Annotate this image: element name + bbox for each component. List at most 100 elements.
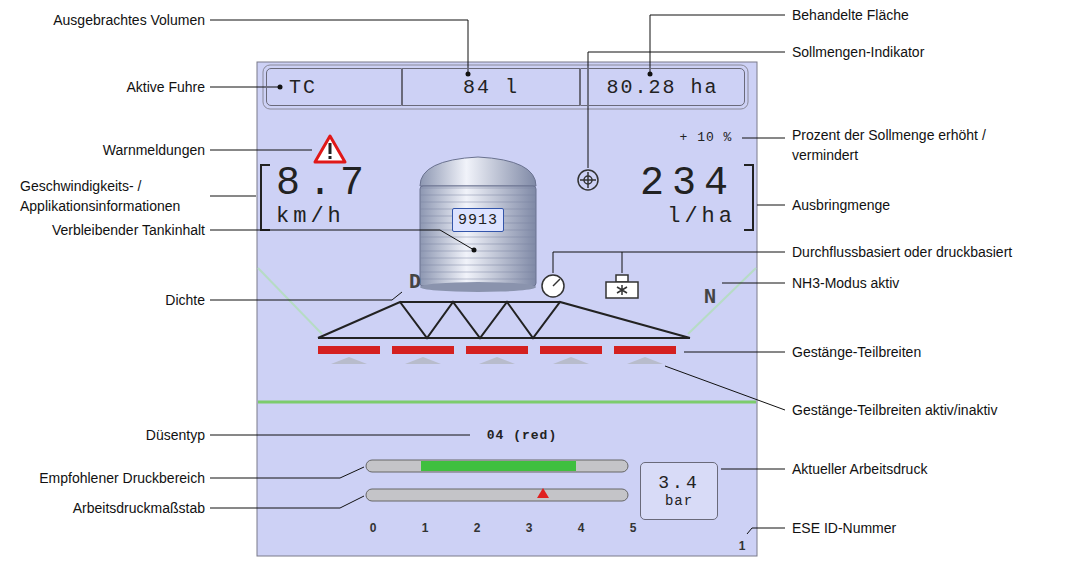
leader-lines (210, 435, 470, 436)
leader-lines (665, 366, 785, 410)
pressure-range-bar (366, 460, 628, 472)
leader-lines (210, 150, 312, 151)
top-bar-frame (263, 65, 748, 109)
callout-label: Düsentyp (146, 425, 205, 445)
screen-value: 3.4 (658, 473, 699, 493)
flow-gauge-icon (542, 275, 564, 297)
value-brackets (261, 165, 270, 230)
section-state-markers (627, 357, 663, 364)
callout-label: Gestänge-Teilbreiten aktiv/inaktiv (792, 400, 997, 420)
flow-gauge-icon (542, 275, 564, 297)
target-rate-icon (580, 172, 596, 188)
leader-lines (747, 528, 785, 534)
section-state-markers (405, 357, 441, 364)
screen-value: TC (289, 76, 317, 99)
callout-label: Durchflussbasiert oder druckbasiert (792, 242, 1012, 262)
value-brackets (744, 165, 753, 230)
tank-icon (420, 282, 536, 292)
pressure-scale-bar (366, 489, 628, 501)
boom-truss (318, 337, 690, 339)
leader-lines (210, 467, 364, 478)
warning-icon (315, 136, 345, 162)
callout-label: Gestänge-Teilbreiten (792, 342, 921, 362)
field-lines (688, 268, 756, 334)
field-lines (258, 268, 756, 402)
callout-label: Aktueller Arbeitsdruck (792, 459, 927, 479)
scale-number: 5 (630, 521, 637, 535)
boom-sections (318, 346, 380, 354)
pressure-range-bar (366, 460, 628, 472)
boom-sections (614, 346, 676, 354)
section-state-markers (553, 357, 589, 364)
rate-value: 234 (640, 161, 736, 206)
rate-unit: l/ha (667, 204, 736, 229)
pressure-sensor-icon (616, 275, 628, 282)
screen-panel (257, 62, 757, 556)
speed-unit: km/h (276, 204, 345, 229)
warning-icon (329, 143, 332, 154)
nh3-indicator: N (704, 284, 716, 308)
leader-lines (721, 469, 785, 470)
leader-dots (278, 85, 283, 90)
tank-icon (420, 186, 536, 286)
leader-lines (553, 252, 785, 273)
scale-number: 0 (370, 521, 377, 535)
ese-id-number: 1 (739, 539, 746, 553)
leader-lines (757, 205, 785, 206)
callout-label: Verbleibender Tankinhalt (52, 220, 205, 240)
screen-panel (257, 62, 757, 556)
boom-truss (400, 301, 560, 303)
pressure-box: 3.4bar (640, 462, 718, 520)
status-cell: TC (266, 68, 402, 106)
boom-sections (392, 346, 454, 354)
warning-icon (315, 136, 345, 162)
section-state-markers (331, 357, 663, 364)
callout-label: Ausbringmenge (792, 195, 890, 215)
section-state-markers (479, 357, 515, 364)
leader-lines (210, 230, 474, 250)
leader-dots (472, 248, 477, 253)
leader-lines (210, 496, 364, 508)
callout-label: NH3-Modus aktiv (792, 273, 899, 293)
leader-lines (210, 20, 468, 74)
callout-label: Prozent der Sollmenge erhöht / verminder… (792, 125, 1017, 166)
rate-percent: + 10 % (680, 130, 733, 145)
tank-icon (420, 157, 536, 292)
screen-value: 80.28 ha (606, 76, 718, 99)
target-rate-icon (578, 170, 598, 190)
tank-icon (420, 186, 536, 286)
callout-label: Arbeitsdruckmaßstab (73, 498, 205, 518)
screen-value: 84 l (463, 76, 519, 99)
callout-label: ESE ID-Nummer (792, 518, 896, 538)
tank-icon (420, 157, 536, 186)
boom-sections (318, 346, 676, 354)
leader-lines (742, 138, 785, 139)
boom-sections (466, 346, 528, 354)
pressure-sensor-icon (606, 275, 638, 298)
leader-lines (650, 15, 785, 74)
target-rate-icon (578, 170, 598, 190)
callout-label: Ausgebrachtes Volumen (53, 10, 205, 30)
density-indicator: D (409, 269, 421, 293)
callout-label: Empfohlener Druckbereich (39, 468, 205, 488)
pressure-sensor-icon (617, 285, 627, 295)
screen-value: bar (665, 493, 693, 509)
callout-label: Aktive Fuhre (126, 77, 205, 97)
leader-lines (684, 352, 785, 353)
pressure-scale-bar (366, 488, 628, 501)
pressure-range-bar (421, 461, 576, 471)
callout-label: Dichte (165, 290, 205, 310)
leader-lines (210, 15, 785, 534)
top-bar-frame (263, 65, 748, 109)
boom-truss (318, 302, 690, 338)
warning-icon (329, 156, 332, 159)
leader-lines (210, 87, 280, 88)
scale-number: 1 (422, 521, 429, 535)
callout-label: Behandelte Fläche (792, 5, 909, 25)
callout-label: Geschwindigkeits- / Applikationsinformat… (20, 176, 205, 217)
field-lines (258, 268, 322, 334)
boom-truss (318, 302, 690, 338)
leader-lines (722, 283, 785, 284)
tank-readout: 9913 (452, 208, 504, 232)
scale-number: 2 (474, 521, 481, 535)
